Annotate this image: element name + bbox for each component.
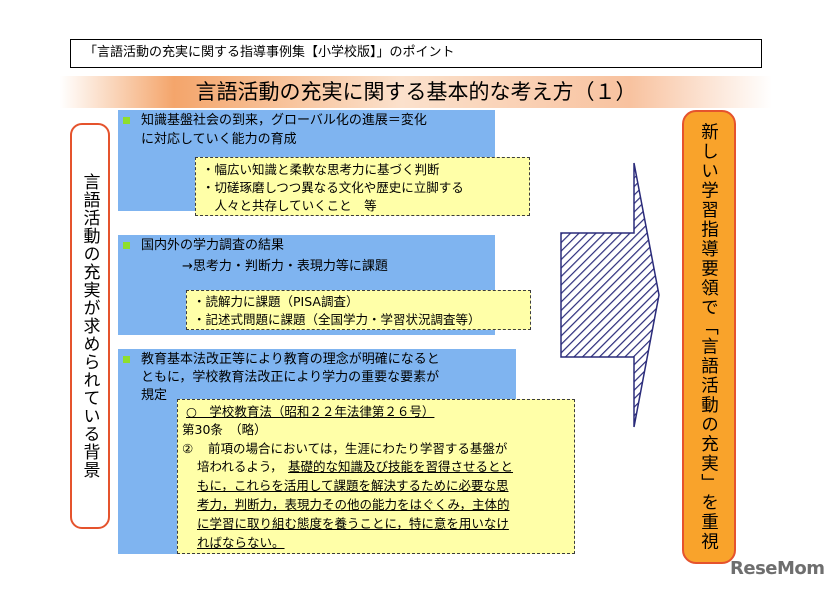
law-article: 第30条 （略） xyxy=(182,422,267,437)
header-box: 「言語活動の充実に関する指導事例集【小学校版】」のポイント xyxy=(70,39,762,68)
section3-line3: 規定 xyxy=(141,388,168,403)
section2-detail-2: ・記述式問題に課題（全国学力・学習状況調査等） xyxy=(193,312,481,327)
section3-line2: ともに，学校教育法改正により学力の重要な要素が xyxy=(141,370,440,385)
section1-line1: 知識基盤社会の到来，グローバル化の進展＝変化 xyxy=(141,113,427,128)
section2-bullet-icon xyxy=(123,242,130,249)
law-heading: ○ 学校教育法（昭和２２年法律第２６号） xyxy=(186,404,435,419)
law-text-line3: もに，これらを活用して課題を解決するために必要な思 xyxy=(197,478,509,493)
section1-line2: に対応していく能力の育成 xyxy=(141,132,297,147)
law-excerpt-box: ○ 学校教育法（昭和２２年法律第２６号） 第30条 （略） ② 前項の場合におい… xyxy=(177,399,575,554)
conclusion-panel: 新しい学習指導要領で「言語活動の充実」を重視 xyxy=(682,110,736,564)
law-text-line5: に学習に取り組む態度を養うことに，特に意を用いなけ xyxy=(197,516,509,531)
background-panel-text: 言語活動の充実が求められている背景 xyxy=(79,173,100,479)
conclusion-panel-text: 新しい学習指導要領で「言語活動の充実」を重視 xyxy=(698,122,719,552)
logo-text: ReseMom xyxy=(730,558,825,579)
section1-bullet-icon xyxy=(123,117,130,124)
section3-bullet-icon xyxy=(123,356,130,363)
law-text-line6: ればならない。 xyxy=(197,535,285,550)
section1-detail-3: 人々と共存していくこと 等 xyxy=(202,198,377,213)
law-text-line1: 前項の場合においては，生涯にわたり学習する基盤が xyxy=(208,441,508,456)
law-text-line4: 考力，判断力，表現力その他の能力をはぐくみ，主体的 xyxy=(197,497,510,512)
section3-line1: 教育基本法改正等により教育の理念が明確になると xyxy=(141,352,440,367)
section2-line2: →思考力・判断力・表現力等に課題 xyxy=(182,259,388,274)
resemom-logo: ReseMom xyxy=(730,558,830,580)
background-panel: 言語活動の充実が求められている背景 xyxy=(70,123,110,529)
section1-detail-1: ・幅広い知識と柔軟な思考力に基づく判断 xyxy=(202,162,440,177)
section1-detail-2: ・切磋琢磨しつつ異なる文化や歴史に立脚する xyxy=(202,180,464,195)
law-text-line2b: 基礎的な知識及び技能を習得させるとと xyxy=(288,459,514,474)
section1-detail-box: ・幅広い知識と柔軟な思考力に基づく判断 ・切磋琢磨しつつ異なる文化や歴史に立脚す… xyxy=(195,157,530,216)
law-item-number: ② xyxy=(182,441,194,456)
law-text-line2a: 培われるよう， xyxy=(197,459,283,474)
section2-detail-box: ・読解力に課題（PISA調査） ・記述式問題に課題（全国学力・学習状況調査等） xyxy=(186,290,531,330)
section2-line1: 国内外の学力調査の結果 xyxy=(141,238,285,253)
header-text: 「言語活動の充実に関する指導事例集【小学校版】」のポイント xyxy=(84,45,455,60)
section2-detail-1: ・読解力に課題（PISA調査） xyxy=(193,294,359,309)
page-title: 言語活動の充実に関する基本的な考え方（１） xyxy=(60,76,772,108)
right-arrow-icon xyxy=(560,162,660,428)
